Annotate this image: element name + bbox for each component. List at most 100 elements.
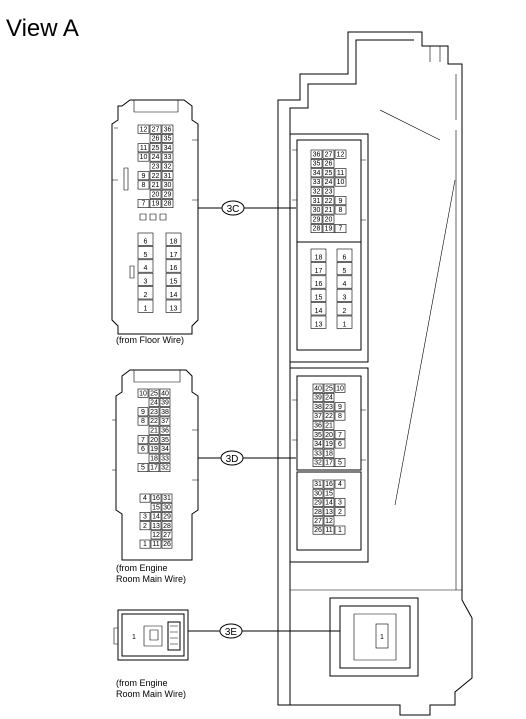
pin-label: 17 — [315, 268, 323, 275]
pin-cell — [165, 259, 182, 273]
pin-cell — [310, 275, 327, 289]
pin-label: 22 — [325, 198, 333, 205]
pin-label: 8 — [338, 413, 342, 420]
pin-label: 22 — [150, 418, 158, 425]
pin-label: 35 — [161, 437, 169, 444]
pin-cell — [322, 196, 335, 206]
pin-label: 20 — [152, 191, 160, 198]
pin-label: 30 — [313, 207, 321, 214]
pin-cell — [323, 439, 335, 449]
pin-cell — [149, 143, 162, 153]
pin-cell — [312, 448, 324, 458]
pin-label: 24 — [325, 395, 333, 402]
pin-label: 32 — [313, 189, 321, 196]
pin-cell — [148, 444, 160, 454]
pin-label: 18 — [315, 254, 323, 261]
pin-cell — [312, 507, 324, 517]
pin-label: 29 — [313, 216, 321, 223]
pin-cell — [336, 275, 353, 289]
socket-3c-housing — [289, 133, 369, 363]
pin-label: 23 — [325, 189, 333, 196]
socket-3d-housing — [289, 367, 369, 563]
pin-cell — [323, 507, 335, 517]
pin-label: 25 — [152, 145, 160, 152]
connector-3c-caption: (from Floor Wire) — [116, 335, 184, 345]
pin-label: 4 — [144, 265, 148, 272]
pin-cell — [149, 180, 162, 190]
pin-label: 1 — [132, 634, 136, 641]
pin-cell — [322, 214, 335, 224]
pin-cell — [161, 180, 174, 190]
pin-label: 1 — [343, 321, 347, 328]
pin-label: 37 — [161, 418, 169, 425]
pin-cell — [161, 199, 174, 208]
pin-label: 16 — [170, 265, 178, 272]
pin-cell — [159, 444, 171, 454]
pin-cell — [334, 224, 347, 233]
pin-label: 34 — [314, 441, 322, 448]
connector-3c-callout: 3C — [198, 200, 296, 216]
pin-cell — [148, 453, 160, 463]
pin-label: 8 — [141, 418, 145, 425]
pin-cell — [161, 539, 173, 549]
pin-cell — [323, 392, 335, 402]
pin-label: 26 — [314, 527, 322, 534]
pin-cell — [149, 152, 162, 162]
pin-label: 21 — [152, 182, 160, 189]
pin-cell — [336, 262, 353, 276]
pin-label: 18 — [325, 450, 333, 457]
pin-cell — [161, 143, 174, 153]
pin-label: 5 — [343, 268, 347, 275]
pin-cell — [159, 388, 171, 398]
pin-cell — [161, 493, 173, 503]
pin-cell — [323, 498, 335, 507]
pin-cell — [336, 302, 353, 316]
pin-cell — [312, 420, 324, 430]
pin-label: 27 — [314, 518, 322, 525]
pin-cell — [323, 458, 335, 467]
pin-cell — [137, 199, 150, 208]
pin-label: 6 — [338, 441, 342, 448]
pin-label: 1 — [143, 541, 147, 548]
pin-cell — [148, 388, 160, 398]
pin-label: 22 — [152, 173, 160, 180]
pin-label: 1 — [338, 527, 342, 534]
pin-cell — [310, 302, 327, 316]
block-housing — [277, 31, 473, 716]
pin-cell — [159, 453, 171, 463]
pin-cell — [312, 402, 324, 412]
pin-label: 29 — [314, 500, 322, 507]
pin-label: 20 — [150, 437, 158, 444]
pin-cell — [148, 435, 160, 445]
pin-label: 33 — [313, 179, 321, 186]
pin-label: 25 — [325, 170, 333, 177]
connector-3d-caption-line1: (from Engine — [116, 563, 168, 573]
pin-cell — [159, 425, 171, 435]
pin-label: 32 — [161, 465, 169, 472]
pin-label: 25 — [325, 385, 333, 392]
pin-cell — [137, 299, 154, 313]
pin-cell — [323, 448, 335, 458]
pin-label: 1 — [380, 634, 384, 641]
pin-cell — [336, 315, 353, 329]
pin-label: 26 — [325, 161, 333, 168]
pin-label: 3 — [338, 500, 342, 507]
pin-label: 11 — [140, 145, 147, 152]
pin-cell — [137, 286, 154, 300]
pin-cell — [322, 168, 335, 178]
pin-label: 8 — [339, 207, 343, 214]
pin-label: 9 — [141, 409, 145, 416]
pin-label: 17 — [150, 465, 158, 472]
pin-label: 31 — [163, 495, 171, 502]
pin-cell — [323, 411, 335, 421]
pin-cell — [312, 392, 324, 402]
pin-label: 13 — [170, 305, 178, 312]
pin-cell — [137, 232, 154, 246]
pin-label: 10 — [140, 154, 148, 161]
pin-label: 10 — [337, 179, 345, 186]
connector-3c-tag: 3C — [227, 204, 240, 215]
pin-cell — [137, 246, 154, 260]
pin-cell — [137, 416, 149, 426]
pin-cell — [323, 430, 335, 440]
